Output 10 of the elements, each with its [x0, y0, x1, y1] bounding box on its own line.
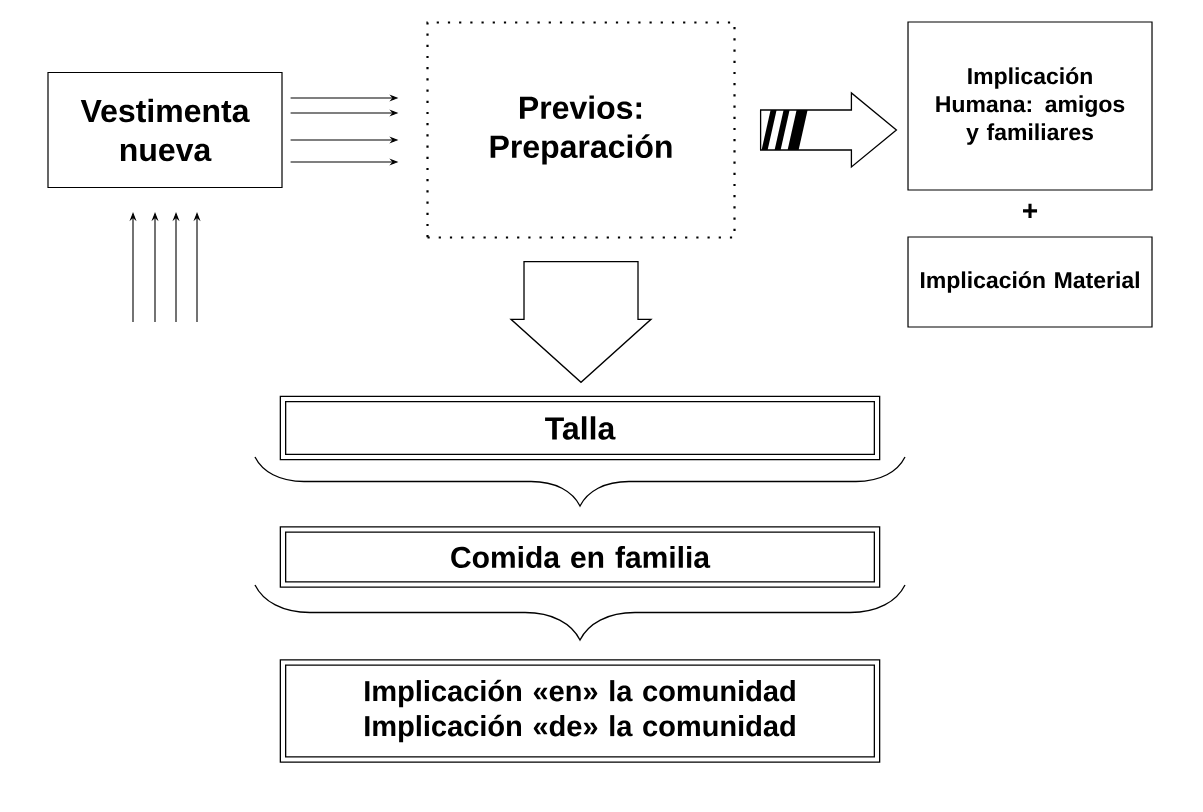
text-box: Implicación Humana: amigos y familiares	[907, 21, 1153, 191]
framed-box: Talla	[279, 395, 881, 461]
striped-block-arrow	[759, 91, 898, 169]
text-box: Implicación Material	[907, 236, 1153, 328]
dotted-box: Previos: Preparación	[426, 21, 736, 239]
block-arrow	[509, 260, 653, 384]
framed-box: Implicación «en» la comunidad Implicación «de» la comunidad	[279, 659, 881, 763]
text-box: Vestimenta nueva	[47, 71, 283, 189]
framed-box: Comida en familia	[279, 526, 881, 588]
plus-sign: +	[1023, 203, 1038, 218]
